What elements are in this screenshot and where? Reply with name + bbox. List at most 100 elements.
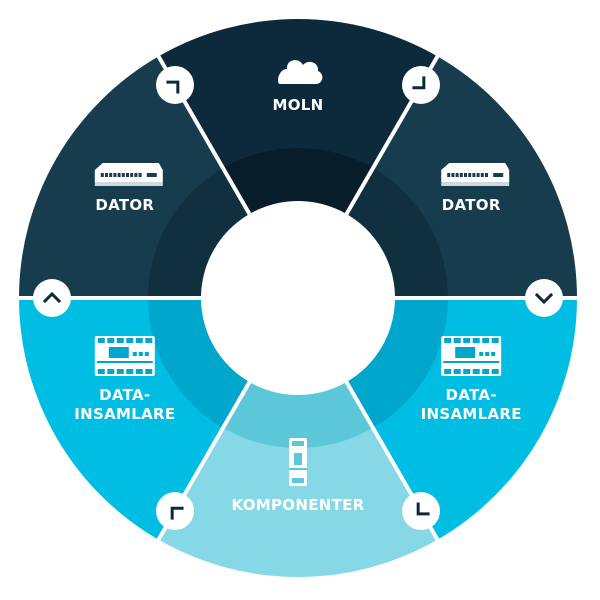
controller-terminal: [116, 369, 124, 374]
din-module-icon: [289, 438, 307, 486]
chevron-up-left-icon: [170, 506, 184, 520]
connector-circle: [402, 492, 440, 531]
segment-label-datainsamlare-left-1: INSAMLARE: [74, 405, 175, 423]
connector-top-right: [402, 65, 440, 104]
server-port: [134, 173, 138, 177]
server-port: [485, 173, 489, 177]
server-port: [109, 173, 113, 177]
connector-circle: [33, 279, 71, 317]
connector-top-left: [156, 65, 194, 104]
server-port: [125, 173, 129, 177]
connector-circle: [525, 279, 563, 317]
controller-button: [132, 352, 137, 356]
server-port: [121, 173, 125, 177]
server-base: [94, 182, 163, 186]
din-module-terminal: [292, 478, 304, 483]
controller-line: [443, 361, 500, 363]
server-port: [447, 173, 451, 177]
segment-content-layer: MOLNDATORDATA-INSAMLAREKOMPONENTERDATA-I…: [74, 60, 522, 514]
controller-terminal: [491, 369, 499, 374]
controller-terminal: [116, 338, 124, 343]
connector-left: [33, 279, 71, 317]
cloud-icon: [278, 60, 323, 84]
segment-label-dator-right-0: DATOR: [442, 196, 501, 214]
controller-terminal: [126, 338, 134, 343]
segment-label-komponenter-0: KOMPONENTER: [231, 496, 364, 514]
controller-button: [479, 352, 484, 356]
cloud-shape: [278, 60, 323, 84]
server-port: [464, 173, 468, 177]
server-port: [100, 173, 104, 177]
server-port: [476, 173, 480, 177]
controller-terminal: [472, 338, 480, 343]
controller-terminal: [463, 369, 471, 374]
controller-terminal: [453, 338, 461, 343]
segment-label-moln-0: MOLN: [273, 96, 324, 114]
controller-button: [485, 352, 490, 356]
server-port: [104, 173, 108, 177]
controller-terminal: [463, 338, 471, 343]
controller-button: [491, 352, 496, 356]
segment-label-datainsamlare-right-1: INSAMLARE: [421, 405, 522, 423]
controller-button: [144, 352, 149, 356]
server-port: [468, 173, 472, 177]
server-port: [117, 173, 121, 177]
server-icon: [441, 163, 510, 186]
din-module-label: [294, 453, 302, 465]
controller-terminal: [135, 338, 143, 343]
server-port: [472, 173, 476, 177]
server-port: [138, 173, 142, 177]
connector-circle: [156, 65, 194, 104]
chevron-down-icon: [534, 292, 554, 305]
controller-terminal: [97, 338, 105, 343]
server-icon: [94, 163, 163, 186]
controller-terminal: [482, 338, 490, 343]
connector-right: [525, 279, 563, 317]
server-port: [113, 173, 117, 177]
controller-terminal: [126, 369, 134, 374]
controller-terminal: [107, 369, 115, 374]
segment-label-datainsamlare-right-0: DATA-: [446, 386, 497, 404]
chevron-down-left-icon: [416, 502, 430, 516]
server-body: [441, 163, 510, 182]
controller-icon: [94, 336, 155, 376]
segment-label-dator-left-0: DATOR: [95, 196, 154, 214]
controller-terminal: [135, 369, 143, 374]
segment-content-dator-left: DATOR: [94, 163, 163, 214]
server-port: [459, 173, 463, 177]
server-base: [441, 182, 510, 186]
chevron-up-right-icon: [166, 80, 180, 94]
segment-label-datainsamlare-left-0: DATA-: [99, 386, 150, 404]
chevron-up-icon: [42, 291, 62, 304]
controller-terminal: [107, 338, 115, 343]
connector-bottom-right: [402, 492, 440, 531]
server-port: [451, 173, 455, 177]
segment-content-moln: MOLN: [273, 60, 324, 114]
controller-terminal: [145, 369, 153, 374]
controller-button: [138, 352, 143, 356]
controller-terminal: [444, 369, 452, 374]
connector-layer: [33, 65, 563, 531]
controller-terminal: [453, 369, 461, 374]
center-hole: [201, 201, 395, 395]
controller-terminal: [482, 369, 490, 374]
chevron-down-right-icon: [412, 76, 426, 90]
connector-circle: [156, 492, 194, 531]
controller-line: [96, 361, 153, 363]
server-port: [480, 173, 484, 177]
server-port: [455, 173, 459, 177]
controller-terminal: [444, 338, 452, 343]
controller-terminal: [491, 338, 499, 343]
server-port: [146, 173, 157, 177]
connector-bottom-left: [156, 492, 194, 531]
server-body: [94, 163, 163, 182]
server-port: [130, 173, 134, 177]
controller-terminal: [472, 369, 480, 374]
segment-content-datainsamlare-right: DATA-INSAMLARE: [421, 336, 522, 423]
segment-content-dator-right: DATOR: [441, 163, 510, 214]
din-module-terminal: [292, 441, 304, 446]
controller-terminal: [97, 369, 105, 374]
controller-display: [455, 347, 476, 358]
controller-icon: [441, 336, 502, 376]
controller-display: [108, 347, 129, 358]
